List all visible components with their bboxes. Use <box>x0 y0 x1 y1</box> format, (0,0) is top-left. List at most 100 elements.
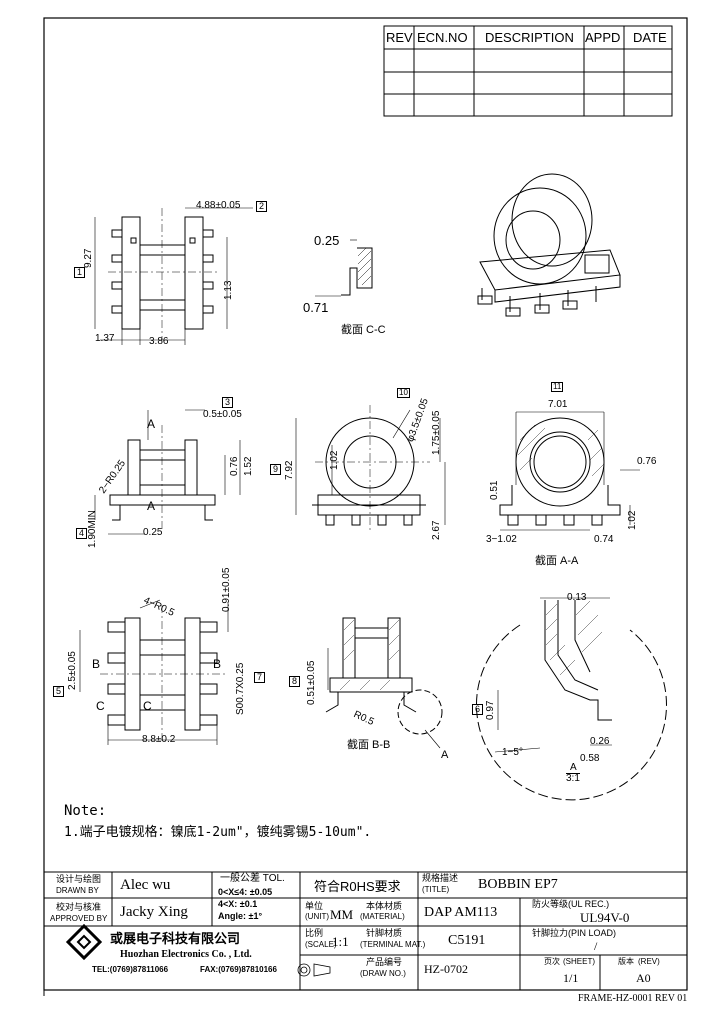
title-cn: 规格描述 <box>422 873 459 883</box>
dim-detail-097: 0.97 <box>485 700 496 720</box>
label-section-cc: 截面 C-C <box>341 324 386 336</box>
marker-11: 11 <box>551 382 564 392</box>
section-b-right: B <box>213 657 222 671</box>
section-cc-hatch <box>357 247 372 286</box>
title-en: (TITLE) <box>422 885 450 894</box>
tol-title: 一般公差 TOL. <box>220 873 285 884</box>
material-en: (MATERIAL) <box>360 912 405 921</box>
rev-header-description: DESCRIPTION <box>485 30 574 45</box>
dim-bottom-25: 2.5±0.05 <box>67 651 78 690</box>
section-bb-hatch <box>339 619 400 691</box>
tol-1: 0<X≤4: ±0.05 <box>218 887 273 897</box>
rev-value: A0 <box>636 971 651 985</box>
dim-top-center: 3.86 <box>149 336 169 347</box>
unit-value: MM <box>330 907 354 922</box>
notes-line-1: 1.端子电镀规格：镍底1-2um"，镀纯雾锡5-10um". <box>64 825 372 840</box>
section-bb-view <box>325 617 443 749</box>
dim-cc-b: 0.71 <box>303 300 329 315</box>
dim-cc-a: 0.25 <box>314 233 340 248</box>
fire-label: 防火等级(UL REC.) <box>532 899 610 909</box>
frame-id: FRAME-HZ-0001 REV 01 <box>578 993 688 1004</box>
drawn-by-value: Alec wu <box>120 877 171 893</box>
dim-bottom-s: S00.7X0.25 <box>235 662 246 715</box>
marker-5: 5 <box>53 686 65 697</box>
company-name-cn: 或展电子科技有限公司 <box>110 931 241 946</box>
dim-front-152: 1.52 <box>243 456 254 476</box>
marker-1: 1 <box>74 267 86 278</box>
marker-2: 2 <box>256 201 268 212</box>
approved-by-en: APPROVED BY <box>50 914 108 923</box>
dim-aa-074: 0.74 <box>594 534 614 545</box>
label-section-aa: 截面 A-A <box>535 555 579 567</box>
side-view-centerlines <box>315 405 430 530</box>
dim-detail-058: 0.58 <box>580 753 600 764</box>
front-view <box>94 409 241 535</box>
dim-top-pitch: 1.13 <box>223 280 234 300</box>
rev-header-date: DATE <box>633 30 667 45</box>
marker-6: 6 <box>472 704 484 715</box>
section-aa-hatch <box>517 424 605 477</box>
section-c-left: C <box>96 699 105 713</box>
drawno-value: HZ-0702 <box>424 962 468 976</box>
dim-aa-701: 7.01 <box>548 399 568 410</box>
iso-view <box>477 173 621 317</box>
company-fax: FAX:(0769)87810166 <box>200 965 277 974</box>
scale-value: 1:1 <box>332 934 349 949</box>
dim-detail-026: 0.26 <box>590 736 610 747</box>
top-view-centerlines <box>108 208 218 340</box>
section-aa-view <box>499 411 640 531</box>
dim-top-width: 4.88±0.05 <box>196 200 241 211</box>
detail-scale-ratio: 3:1 <box>566 773 580 784</box>
rev-header-ecn: ECN.NO <box>417 30 468 45</box>
dim-detail-15: 1−5° <box>502 747 523 758</box>
rohs-label: 符合R0HS要求 <box>314 879 401 894</box>
unit-cn: 单位 <box>305 901 324 911</box>
top-view <box>94 207 253 345</box>
unit-en: (UNIT) <box>305 912 329 921</box>
approved-by-value: Jacky Xing <box>120 904 188 920</box>
company-name-en: Huozhan Electronics Co. , Ltd. <box>120 949 252 960</box>
pin-load-label: 针脚拉力(PIN LOAD) <box>532 928 617 938</box>
section-cc-view <box>315 239 373 297</box>
dim-front-025: 0.25 <box>143 527 163 538</box>
marker-3: 3 <box>222 397 234 408</box>
detail-a-hatch <box>545 600 603 676</box>
rev-header-appd: APPD <box>585 30 621 45</box>
dim-aa-102a: 3−1.02 <box>486 534 517 545</box>
scale-en: (SCALE) <box>305 940 337 949</box>
terminal-cn: 针脚材质 <box>366 928 403 938</box>
revision-table <box>383 25 673 117</box>
company-tel: TEL:(0769)87811066 <box>92 965 169 974</box>
dim-bottom-88: 8.8±0.2 <box>142 734 176 745</box>
drawn-by-en: DRAWN BY <box>56 886 99 895</box>
drawno-cn: 产品编号 <box>366 957 403 967</box>
rev-header-rev: REV <box>386 30 413 45</box>
rev-label-en: (REV) <box>638 957 660 966</box>
marker-10: 10 <box>397 388 410 398</box>
dim-aa-076: 0.76 <box>637 456 657 467</box>
material-value: DAP AM113 <box>424 905 498 920</box>
approved-by-cn: 校对与核准 <box>56 902 102 912</box>
detail-scale-label: A <box>570 762 577 773</box>
dim-side-267: 2.67 <box>431 520 442 540</box>
dim-side-792: 7.92 <box>284 460 295 480</box>
pin-load-value: / <box>594 939 598 953</box>
scale-cn: 比例 <box>305 928 324 938</box>
scale-symbol <box>297 963 331 977</box>
company-logo <box>65 923 103 961</box>
detail-a-callout: A <box>441 749 449 761</box>
dim-side-102: 1.02 <box>329 450 340 470</box>
dim-bottom-091: 0.91±0.05 <box>221 567 232 612</box>
bottom-view-centerlines <box>100 605 225 740</box>
dim-bb-051: 0.51±0.05 <box>306 660 317 705</box>
marker-8: 8 <box>289 676 301 687</box>
marker-9: 9 <box>270 464 282 475</box>
tol-3: Angle: ±1° <box>218 911 263 921</box>
section-a-bottom: A <box>147 499 156 513</box>
terminal-en: (TERMINAL MAT.) <box>360 940 426 949</box>
dim-aa-102b: 1.02 <box>627 510 638 530</box>
drawn-by-cn: 设计与绘图 <box>56 874 102 884</box>
fire-value: UL94V-0 <box>580 910 630 925</box>
